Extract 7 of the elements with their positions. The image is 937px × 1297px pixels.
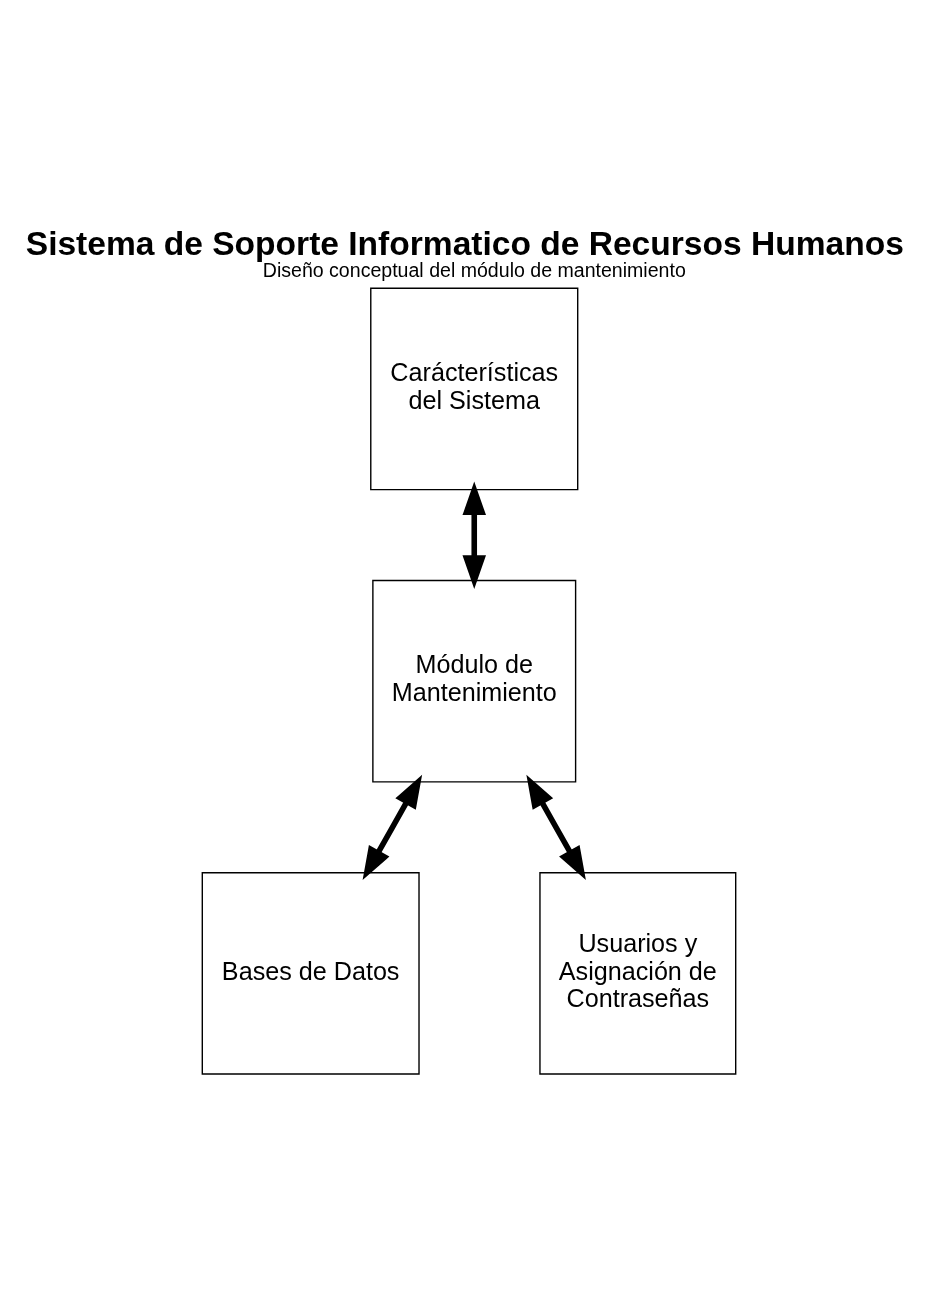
arrow (461, 480, 486, 589)
node-box: Módulo de Mantenimiento (371, 579, 576, 783)
node-box: Bases de Datos (201, 871, 420, 1075)
node-box: Carácterísticas del Sistema (369, 287, 578, 490)
arrow (525, 774, 586, 880)
arrow (362, 774, 422, 880)
node-box: Usuarios y Asignación de Contraseñas (538, 871, 736, 1075)
